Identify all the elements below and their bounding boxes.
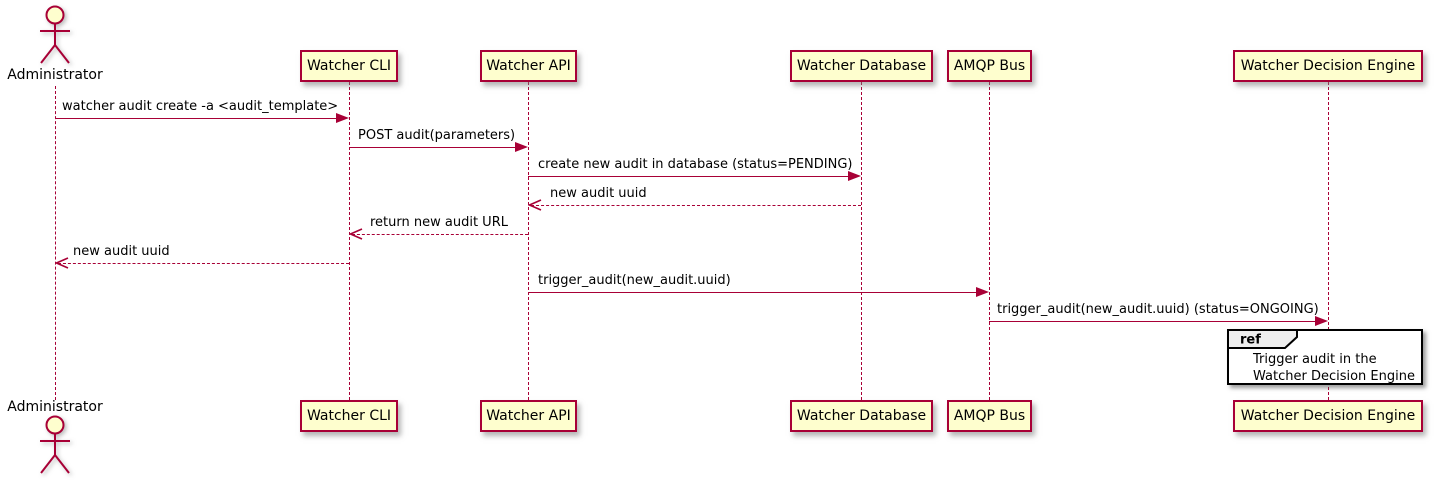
message-label: trigger_audit(new_audit.uuid) [538,273,731,288]
participant-watcher-database-bottom: Watcher Database [790,400,933,432]
arrow-right-icon [976,287,989,297]
participant-amqp-bus-bottom: AMQP Bus [947,400,1032,432]
lifeline-watcher-database [861,82,862,400]
message-line [55,118,345,119]
ref-keyword: ref [1240,333,1261,348]
lifeline-watcher-decision-engine [1328,82,1329,400]
participant-watcher-database-top: Watcher Database [790,50,933,82]
message-label: new audit uuid [73,244,170,259]
participant-watcher-cli-top: Watcher CLI [300,50,398,82]
message-label: new audit uuid [550,186,647,201]
message-line [352,234,528,235]
message-label: POST audit(parameters) [358,128,516,143]
participant-watcher-decision-engine-top: Watcher Decision Engine [1233,50,1423,82]
message-label: create new audit in database (status=PEN… [538,157,853,172]
message-line [531,205,861,206]
arrow-left-icon [349,228,363,240]
message-label: watcher audit create -a <audit_template> [62,99,339,114]
actor-label-bottom: Administrator [7,399,103,415]
arrow-left-icon [55,257,69,269]
arrow-right-icon [515,142,528,152]
ref-text: Trigger audit in the Watcher Decision En… [1229,331,1421,385]
ref-keyword-tag: ref [1227,329,1298,349]
message-line [58,263,349,264]
lifeline-watcher-api [528,82,529,400]
message-line [528,292,985,293]
lifeline-watcher-cli [349,82,350,400]
participant-amqp-bus-top: AMQP Bus [947,50,1032,82]
arrow-right-icon [1315,316,1328,326]
ref-fragment: ref Trigger audit in the Watcher Decisio… [1227,329,1423,385]
participant-watcher-cli-bottom: Watcher CLI [300,400,398,432]
message-line [528,176,857,177]
arrow-right-icon [336,113,349,123]
arrow-right-icon [848,171,861,181]
message-label: trigger_audit(new_audit.uuid) (status=ON… [997,302,1319,317]
actor-label-top: Administrator [7,67,103,83]
participant-watcher-api-bottom: Watcher API [480,400,577,432]
actor-icon [40,5,70,64]
participant-watcher-api-top: Watcher API [480,50,577,82]
arrow-left-icon [528,199,542,211]
message-label: return new audit URL [370,215,508,230]
message-line [989,321,1324,322]
ref-text-line-2: Watcher Decision Engine [1253,369,1415,384]
participant-watcher-decision-engine-bottom: Watcher Decision Engine [1233,400,1423,432]
actor-icon [40,415,70,474]
message-line [349,147,524,148]
lifeline-administrator [55,86,56,400]
lifeline-amqp-bus [989,82,990,400]
ref-text-line-1: Trigger audit in the [1253,352,1377,367]
